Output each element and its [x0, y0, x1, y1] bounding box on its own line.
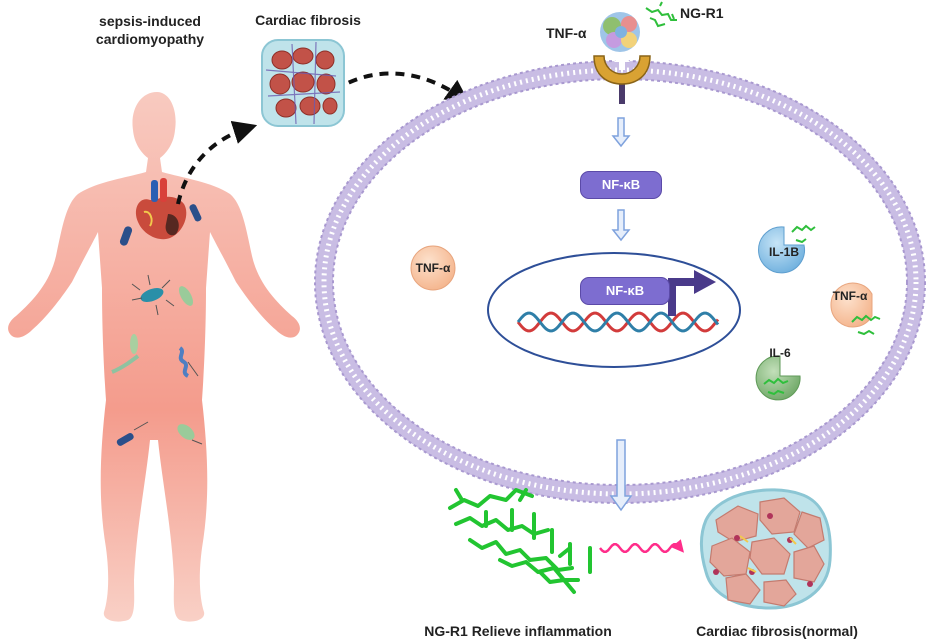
dashed-arrow-heart-to-fibrosis [176, 120, 258, 205]
nfkb-cytoplasm-pill: NF-κB [580, 171, 662, 199]
sepsis-cardiomyopathy-title: sepsis-induced cardiomyopathy [95, 13, 205, 47]
tnf-alpha-secreted-ball: TNF-α [830, 282, 881, 336]
il-1b-label: IL-1B [769, 245, 799, 259]
tnf-alpha-cytoplasm-label: TNF-α [416, 261, 451, 275]
arrow-nfkb-to-nucleus [611, 209, 631, 242]
bacteria-icons [111, 204, 203, 446]
tnf-receptor-label: TNF-α [546, 25, 587, 41]
pathway-arrows [609, 117, 633, 512]
ngr1-molecule-icon [645, 1, 677, 28]
il-6-label: IL-6 [769, 346, 791, 360]
wavy-arrow-to-normal [599, 539, 685, 554]
ngr1-label: NG-R1 [680, 5, 724, 21]
nfkb-nucleus-pill: NF-κB [580, 277, 670, 305]
arrow-to-normal-fibrosis [609, 439, 633, 512]
il-1b-ball: IL-1B [758, 224, 816, 274]
dna-double-helix [516, 311, 720, 333]
tnf-alpha-cytoplasm-ball: TNF-α [410, 245, 456, 291]
cardiac-fibrosis-title: Cardiac fibrosis [255, 12, 361, 28]
fibrotic-tissue-image [261, 39, 345, 127]
tnf-receptor-icon [593, 52, 651, 104]
nucleus-membrane [487, 252, 741, 368]
arrow-receptor-to-nfkb [611, 117, 631, 148]
normal-fibrosis-tissue-image [700, 488, 832, 610]
cardiac-fibrosis-normal-caption: Cardiac fibrosis(normal) [696, 623, 858, 639]
human-body-figure [8, 92, 300, 622]
il-6-ball: IL-6 [755, 346, 801, 401]
heart-icon [135, 178, 187, 240]
tnf-alpha-protein-icon [600, 12, 640, 52]
transcription-arrow-icon [668, 270, 716, 316]
ngr1-structure-image [448, 488, 592, 594]
tnf-alpha-secreted-label: TNF-α [833, 289, 868, 303]
ngr1-relieve-inflammation-caption: NG-R1 Relieve inflammation [424, 623, 612, 639]
